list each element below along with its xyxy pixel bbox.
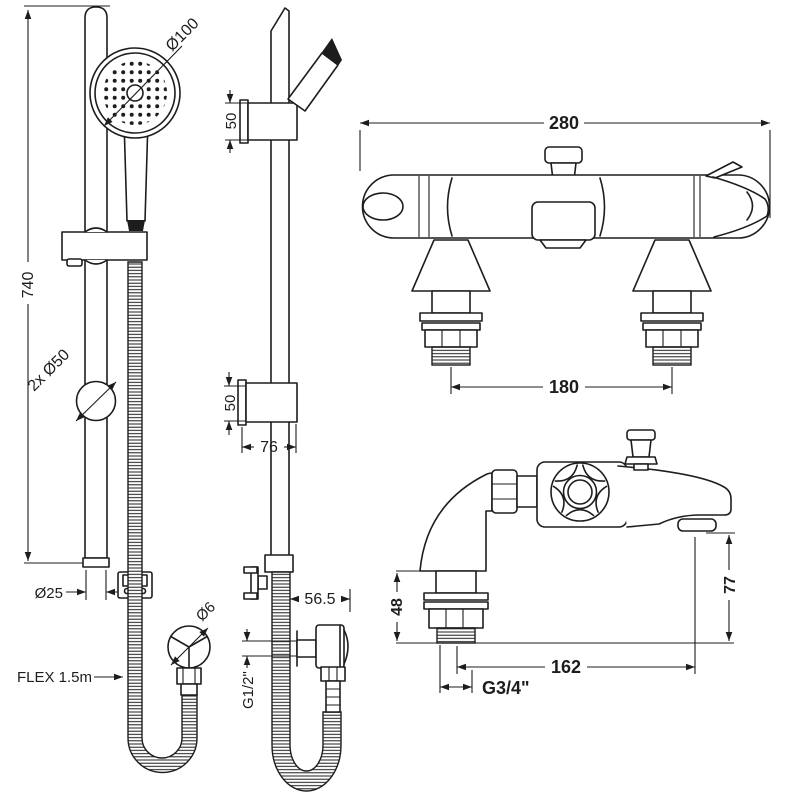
- label-outlet-offset: 56.5: [304, 591, 335, 608]
- label-head-diameter: Ø100: [163, 15, 203, 55]
- top-holder-wall-plate: [239, 99, 249, 144]
- dim-shank-length: 48: [389, 573, 406, 641]
- mixer-front-view: 280: [359, 113, 771, 397]
- leg-elbow-side: [419, 472, 493, 572]
- label-bracket-depth: 76: [260, 439, 278, 456]
- right-inlet-leg: [632, 239, 712, 366]
- outlet-elbow-side: [296, 624, 349, 713]
- rail-front-view: 740 Ø100 2x Ø50: [17, 5, 219, 774]
- label-outlet-thread: G1/2": [240, 671, 257, 709]
- mixer-side-view: 48 77 162 G3/4": [389, 429, 739, 698]
- body-joint-lines: [418, 176, 701, 237]
- label-rail-length: 740: [20, 272, 37, 299]
- label-bottom-bracket-height: 50: [222, 395, 239, 412]
- dim-outlet-thread: G1/2": [240, 629, 297, 709]
- dim-rail-length: 740: [20, 5, 110, 564]
- cascade-lip: [539, 239, 587, 249]
- inlet-shank-side: [423, 570, 489, 644]
- dim-inlet-centres: 180: [450, 367, 673, 397]
- hex-union: [491, 469, 518, 514]
- label-top-bracket-height: 50: [223, 113, 240, 130]
- union-tube: [516, 475, 538, 508]
- left-handle-recess: [362, 192, 404, 221]
- label-inlet-centres: 180: [549, 377, 579, 397]
- label-mixer-width: 280: [549, 113, 579, 133]
- control-handle-side: [550, 462, 610, 522]
- label-inlet-thread: G3/4": [482, 678, 530, 698]
- dim-outlet-offset: 56.5: [290, 589, 351, 612]
- spout-side: [617, 465, 732, 528]
- outlet-elbow-front: Ø6: [167, 599, 219, 696]
- rail-bottom-fixing: [243, 554, 294, 600]
- handset-side: [287, 38, 342, 112]
- dim-mixer-width: 280: [359, 113, 771, 218]
- right-handle-front: [705, 161, 770, 238]
- label-flex-length: FLEX 1.5m: [17, 669, 92, 686]
- spout-fill: [618, 466, 731, 527]
- dim-top-bracket: 50: [223, 90, 248, 153]
- dim-inlet-thread: G3/4": [439, 645, 530, 698]
- label-wall-brackets: 2x Ø50: [25, 346, 74, 395]
- diverter-side: [624, 429, 658, 471]
- centre-valve-block: [531, 201, 596, 241]
- spout-outlet: [677, 518, 717, 532]
- label-rail-diameter: Ø25: [35, 585, 63, 602]
- bottom-holder-wall-plate: [237, 379, 247, 426]
- shower-hose: [127, 261, 198, 774]
- slide-rail-side: [270, 7, 290, 558]
- label-outlet-diameter: Ø6: [193, 599, 219, 625]
- dim-bracket-depth: 76: [241, 424, 297, 456]
- label-spout-drop: 77: [722, 576, 739, 594]
- dim-spout-reach: 162: [456, 646, 695, 677]
- dim-spout-drop: 77: [694, 532, 739, 674]
- shower-hose-side: [271, 571, 342, 792]
- dim-bottom-bracket: 50: [222, 372, 246, 435]
- label-spout-reach: 162: [551, 657, 581, 677]
- bottom-holder-block: [245, 382, 298, 423]
- label-shank-length: 48: [389, 598, 406, 616]
- dim-rail-diameter: Ø25: [35, 557, 126, 602]
- rail-side-view: 50 50 76: [222, 7, 351, 792]
- left-inlet-leg: [411, 239, 491, 366]
- handle-cone: [127, 220, 145, 231]
- label-hose-flex: FLEX 1.5m: [17, 669, 123, 686]
- handset-holder: [61, 227, 148, 267]
- top-holder-block: [247, 102, 298, 141]
- body-contours: [446, 177, 606, 237]
